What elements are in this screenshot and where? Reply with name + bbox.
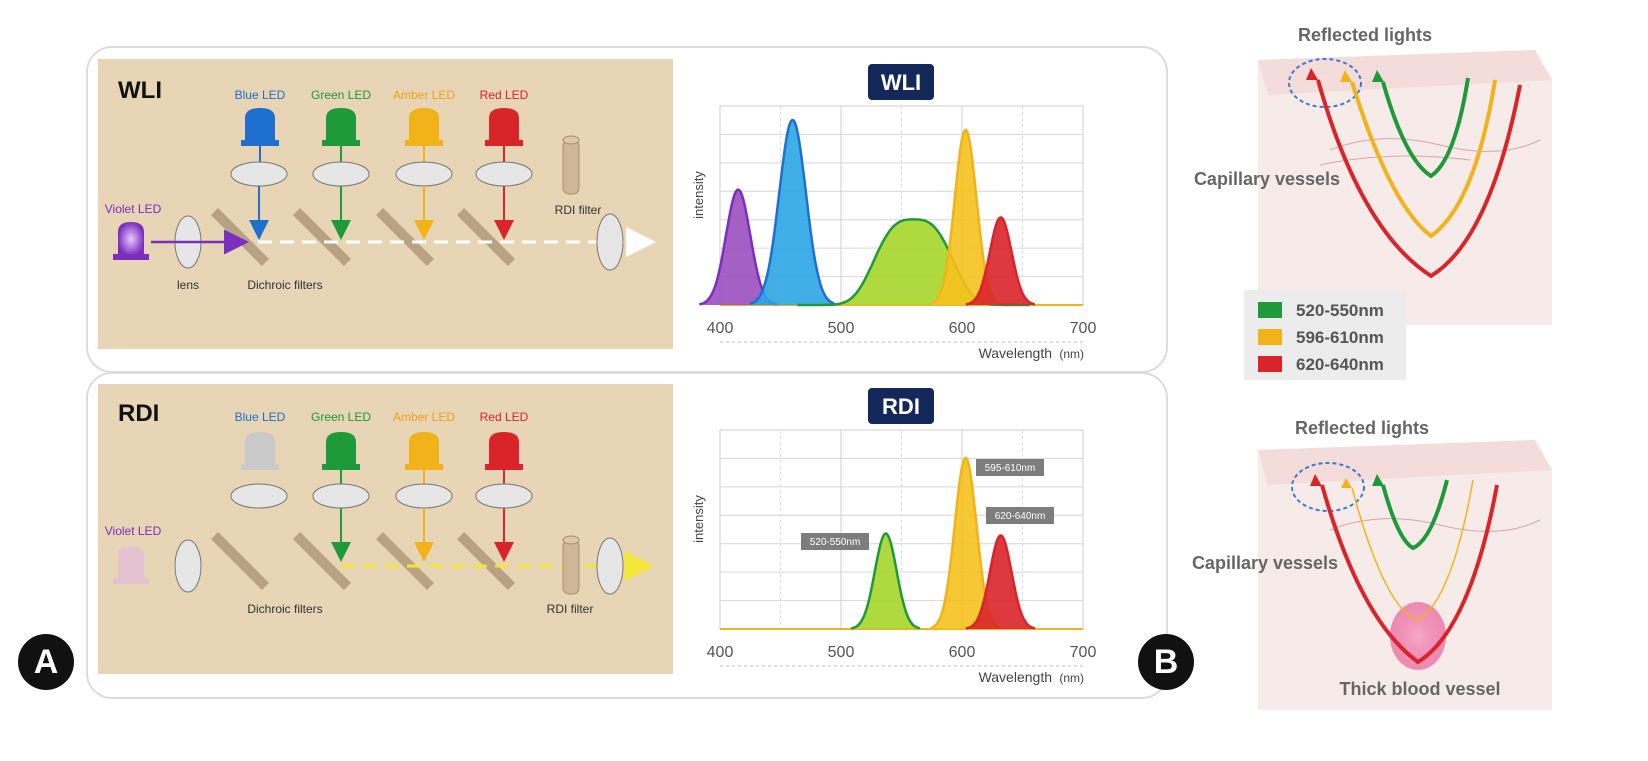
rdi-blue-led-off-icon <box>241 432 279 470</box>
rdi-violet-led-label: Violet LED <box>105 524 162 538</box>
line-1-2 <box>965 534 1036 630</box>
wli-rdi-filter-icon <box>562 135 580 195</box>
x-tick-500: 500 <box>828 320 855 337</box>
rdi-callout-red: 620-640nm <box>986 507 1054 524</box>
wli-spectrum-chart: WLI intensity 400 500 600 700 Wavelength (n… <box>691 64 1096 361</box>
wli-amber-led-label: Amber LED <box>393 88 455 102</box>
rdi-spectrum-chart: RDI intensity 400 500 600 700 Wavelength (n… <box>691 388 1096 685</box>
rdi-dichroic-filters <box>211 532 515 590</box>
rdi-callout-amber-label: 595-610nm <box>985 463 1036 474</box>
x-tick-600: 600 <box>949 320 976 337</box>
rdi-rdi-filter-icon <box>562 535 580 595</box>
wli-diagram-title: WLI <box>118 77 162 104</box>
rdi-callout-green: 520-550nm <box>801 533 869 550</box>
rdi-violet-led-off-icon <box>113 546 149 584</box>
x-tick-700: 700 <box>1070 644 1097 661</box>
rdi-amber-led-label: Amber LED <box>393 410 455 424</box>
b-top-green-path <box>1381 77 1470 179</box>
panel-b-top-illustration: Reflected lights Capillary vessels <box>1194 25 1552 325</box>
wli-output-lens <box>596 213 624 271</box>
x-tick-700: 700 <box>1070 320 1097 337</box>
series-blue-led <box>749 118 836 306</box>
legend-label-green: 520-550nm <box>1296 301 1384 320</box>
rdi-red-led-label: Red LED <box>480 410 529 424</box>
rdi-chart-series <box>850 456 1036 630</box>
rdi-x-tick-labels: 400 500 600 700 <box>707 644 1097 661</box>
wli-chart-series <box>699 118 1036 307</box>
line-0-4 <box>965 216 1036 306</box>
rdi-diagram-title: RDI <box>118 400 159 427</box>
rdi-dichroic-label: Dichroic filters <box>247 602 322 616</box>
rdi-blue-led-label: Blue LED <box>235 410 286 424</box>
legend-swatch-red <box>1258 356 1282 372</box>
wli-optics-diagram: WLI Blue LED Green LED Amber LED Red LED <box>98 59 673 349</box>
wli-lens-label: lens <box>177 278 199 292</box>
b-bottom-capillary-label: Capillary vessels <box>1192 553 1338 573</box>
legend-swatch-amber <box>1258 329 1282 345</box>
legend-label-amber: 596-610nm <box>1296 328 1384 347</box>
rdi-x-axis-unit: (nm) <box>1059 671 1084 685</box>
wli-lens-amber <box>395 161 453 187</box>
rdi-green-led-label: Green LED <box>311 410 371 424</box>
b-top-reflected-label: Reflected lights <box>1298 25 1432 45</box>
rdi-y-axis-label: intensity <box>691 495 706 543</box>
line-1-0 <box>850 532 921 630</box>
area-0-2 <box>797 219 1030 305</box>
rdi-callout-amber: 595-610nm <box>976 459 1044 476</box>
rdi-optics-diagram: RDI Blue LED Green LED Amber LED Red LED… <box>98 384 673 674</box>
panel-b-bottom-illustration: Reflected lights Capillary vessels Thick… <box>1192 418 1552 710</box>
wli-green-led-icon <box>322 108 360 146</box>
b-top-capillary-label: Capillary vessels <box>1194 169 1340 189</box>
wli-red-led-label: Red LED <box>480 88 529 102</box>
b-top-reflected-circle <box>1288 58 1362 108</box>
wli-dichroic-filters <box>211 208 515 266</box>
wli-x-axis-unit: (nm) <box>1059 347 1084 361</box>
wli-violet-led-icon <box>113 222 149 260</box>
wli-y-axis-label: intensity <box>691 171 706 219</box>
panel-b-badge: B <box>1138 634 1194 690</box>
wli-violet-led-label: Violet LED <box>105 202 162 216</box>
b-top-amber-path <box>1350 79 1497 239</box>
b-thick-vessel-label: Thick blood vessel <box>1339 679 1500 699</box>
series-red-led <box>965 216 1036 306</box>
rdi-green-led-icon <box>322 432 360 470</box>
wli-blue-led-label: Blue LED <box>235 88 286 102</box>
wli-lens-green <box>312 161 370 187</box>
rdi-callout-green-label: 520-550nm <box>810 537 861 548</box>
x-tick-400: 400 <box>707 644 734 661</box>
wli-amber-led-icon <box>405 108 443 146</box>
wli-dichroic-label: Dichroic filters <box>247 278 322 292</box>
series-520-550nm <box>850 532 921 630</box>
panel-a-badge: A <box>18 634 74 690</box>
wli-lens-blue <box>230 161 288 187</box>
series-620-640nm <box>965 534 1036 630</box>
wli-x-tick-labels: 400 500 600 700 <box>707 320 1097 337</box>
wli-green-led-label: Green LED <box>311 88 371 102</box>
legend-swatch-green <box>1258 302 1282 318</box>
rdi-chart-title: RDI <box>882 394 920 419</box>
wli-x-axis-label: Wavelength <box>979 345 1052 361</box>
wli-chart-title: WLI <box>881 70 921 95</box>
b-bottom-reflected-label: Reflected lights <box>1295 418 1429 438</box>
rdi-amber-led-icon <box>405 432 443 470</box>
line-0-1 <box>749 118 836 306</box>
x-tick-500: 500 <box>828 644 855 661</box>
wli-blue-led-icon <box>241 108 279 146</box>
wli-red-led-icon <box>485 108 523 146</box>
rdi-callout-red-label: 620-640nm <box>995 511 1046 522</box>
wli-lens-red <box>475 161 533 187</box>
wavelength-legend: 520-550nm 596-610nm 620-640nm <box>1244 290 1406 380</box>
rdi-rdi-filter-label: RDI filter <box>547 602 594 616</box>
rdi-x-axis-label: Wavelength <box>979 669 1052 685</box>
b-top-red-path <box>1316 79 1522 279</box>
rdi-red-led-icon <box>485 432 523 470</box>
x-tick-400: 400 <box>707 320 734 337</box>
x-tick-600: 600 <box>949 644 976 661</box>
wli-rdi-filter-label: RDI filter <box>555 203 602 217</box>
legend-label-red: 620-640nm <box>1296 355 1384 374</box>
